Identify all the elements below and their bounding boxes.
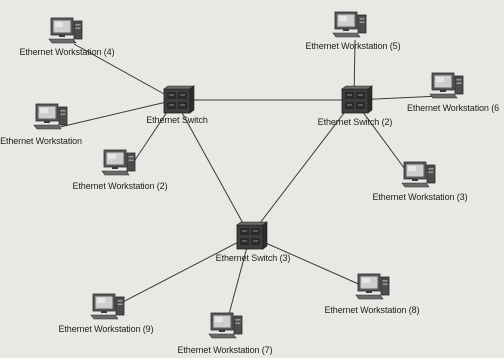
workstation-icon <box>355 273 390 300</box>
workstation-icon <box>429 72 464 99</box>
network-nodes: Ethernet Switch Ethernet Switch (2) Ethern… <box>0 11 499 355</box>
workstation-node-ws4[interactable]: Ethernet Workstation (4) <box>20 17 115 57</box>
workstation-icon <box>332 11 367 38</box>
link-sw1-sw3 <box>174 99 251 237</box>
workstation-icon <box>33 103 68 130</box>
workstation-icon <box>90 293 125 320</box>
node-label: Ethernet Workstation (5) <box>306 41 401 51</box>
workstation-node-ws3[interactable]: Ethernet Workstation (3) <box>373 161 468 202</box>
link-sw3-ws8 <box>249 235 364 287</box>
workstation-icon <box>48 17 83 44</box>
switch-node-sw2[interactable]: Ethernet Switch (2) <box>318 85 393 127</box>
link-sw1-ws1 <box>59 99 176 128</box>
node-label: Ethernet Workstation (9) <box>59 324 154 334</box>
link-sw1-ws4 <box>73 43 176 101</box>
switch-node-sw3[interactable]: Ethernet Switch (3) <box>216 221 291 263</box>
node-label: Ethernet Workstation <box>0 136 82 146</box>
node-label: Ethernet Workstation (6 <box>407 103 499 113</box>
link-sw3-ws7 <box>227 235 251 319</box>
link-sw2-sw3 <box>249 99 355 237</box>
switch-icon <box>341 85 373 114</box>
workstation-icon <box>401 161 436 188</box>
node-label: Ethernet Switch (3) <box>216 253 291 263</box>
workstation-node-ws9[interactable]: Ethernet Workstation (9) <box>59 293 154 334</box>
node-label: Ethernet Workstation (7) <box>178 345 273 355</box>
switch-icon <box>236 221 268 250</box>
switch-node-sw1[interactable]: Ethernet Switch <box>146 85 208 125</box>
switch-icon <box>163 85 195 114</box>
node-label: Ethernet Switch <box>146 115 208 125</box>
node-label: Ethernet Workstation (4) <box>20 47 115 57</box>
link-sw3-ws9 <box>114 235 251 307</box>
workstation-node-ws5[interactable]: Ethernet Workstation (5) <box>306 11 401 51</box>
workstation-icon <box>208 312 243 339</box>
workstation-node-ws2[interactable]: Ethernet Workstation (2) <box>73 149 168 191</box>
node-label: Ethernet Workstation (8) <box>325 305 420 315</box>
workstation-node-ws6[interactable]: Ethernet Workstation (6 <box>407 72 499 113</box>
workstation-node-ws8[interactable]: Ethernet Workstation (8) <box>325 273 420 315</box>
node-label: Ethernet Workstation (2) <box>73 181 168 191</box>
node-label: Ethernet Switch (2) <box>318 117 393 127</box>
workstation-icon <box>101 149 136 176</box>
connection-lines <box>59 39 441 319</box>
node-label: Ethernet Workstation (3) <box>373 192 468 202</box>
workstation-node-ws1[interactable]: Ethernet Workstation <box>0 103 82 146</box>
workstation-node-ws7[interactable]: Ethernet Workstation (7) <box>178 312 273 355</box>
